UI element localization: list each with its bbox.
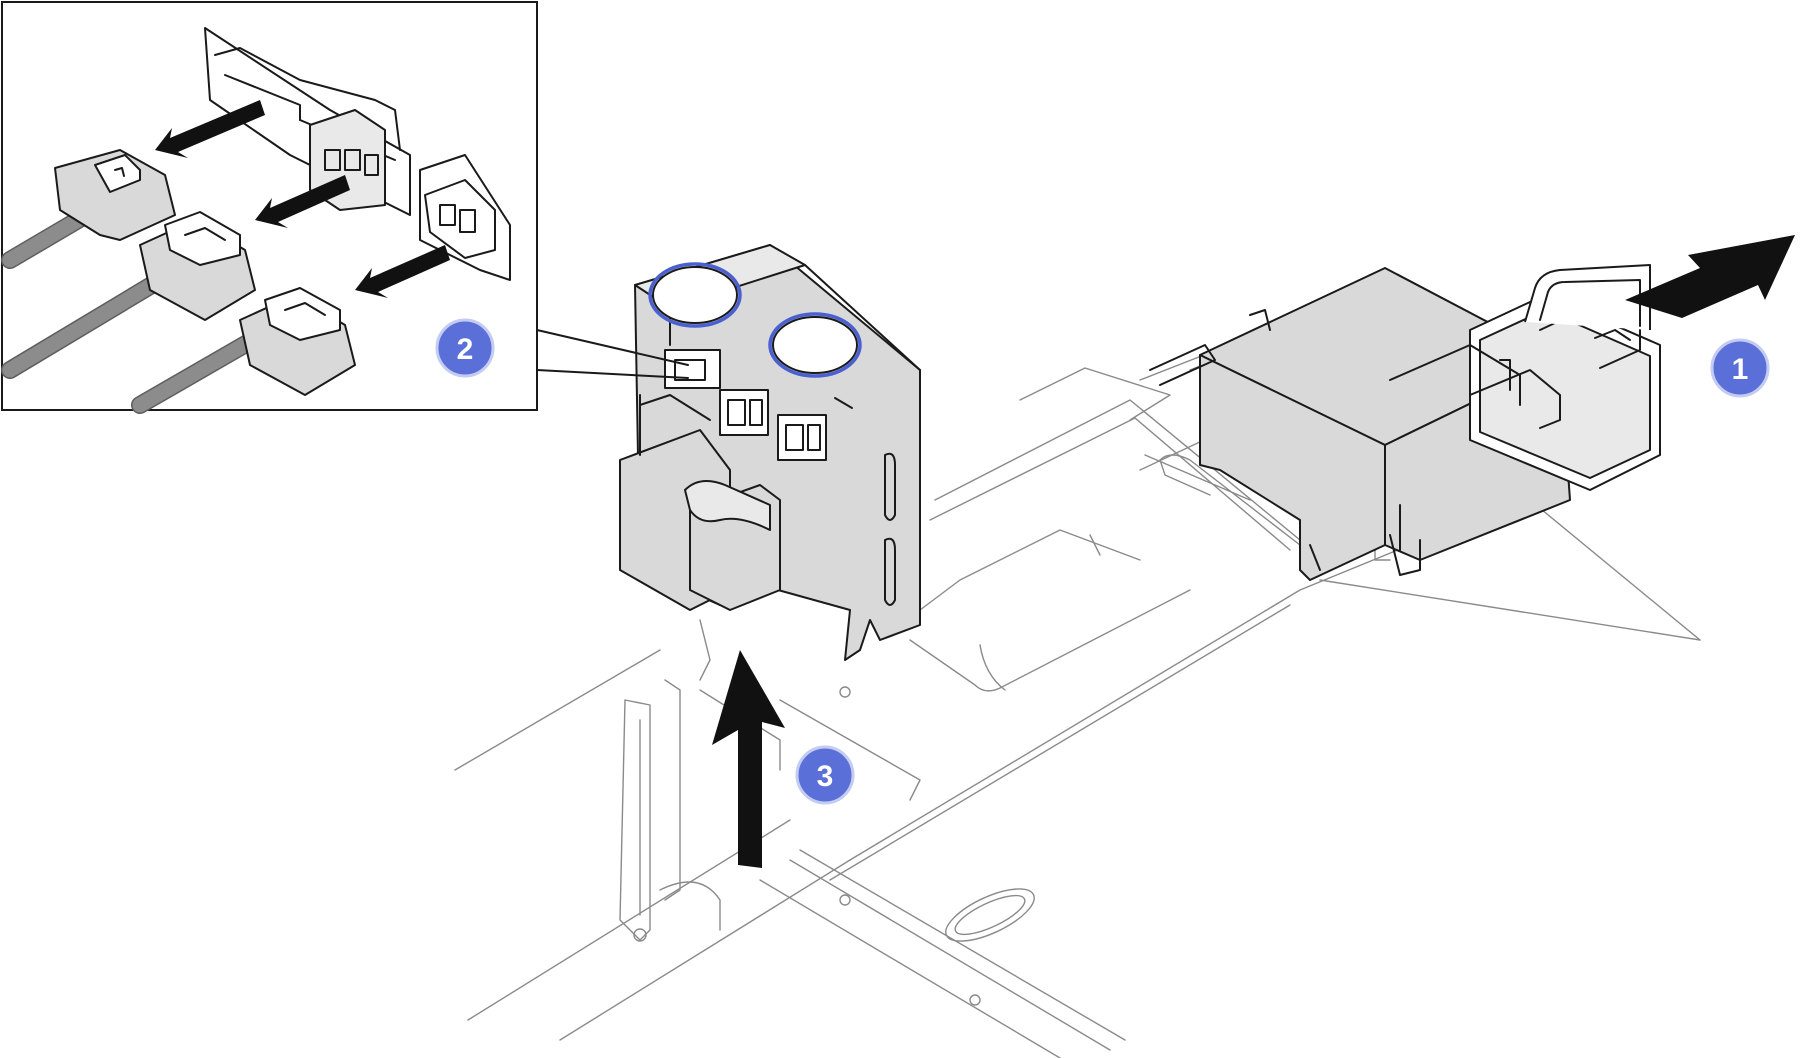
step-1-number: 1 [1732, 353, 1749, 386]
power-distribution-board [619, 244, 921, 661]
disconnect-arrow-icon [255, 175, 350, 228]
power-supply-unit [1149, 264, 1661, 581]
lift-arrow-icon [712, 650, 785, 868]
step-3-badge: 3 [795, 745, 855, 805]
disconnect-arrow-icon [355, 245, 450, 298]
inset-callout [1, 1, 689, 414]
step-3-number: 3 [817, 760, 834, 793]
step-2-number: 2 [457, 333, 474, 366]
step-2-badge: 2 [435, 318, 495, 378]
pull-arrow-icon [1625, 235, 1795, 318]
disconnect-arrow-icon [155, 100, 265, 158]
step-1-badge: 1 [1710, 338, 1770, 398]
